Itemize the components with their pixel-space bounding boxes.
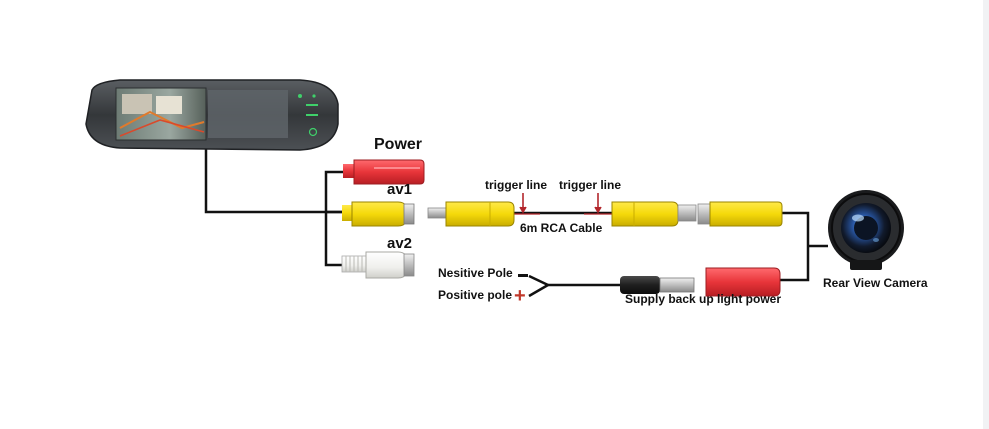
- mirror-main-wire: [204, 146, 342, 214]
- camera-video-wire: [780, 211, 810, 282]
- av1-label: av1: [387, 181, 413, 198]
- wires: [204, 146, 828, 298]
- right-edge-strip: [983, 0, 989, 429]
- rearview-mirror-monitor-icon: [85, 79, 339, 151]
- av1-connector: [342, 201, 415, 227]
- positive-pole-label: Positive pole: [438, 288, 513, 302]
- branch-bus-wire: [324, 170, 345, 267]
- power-connector: [343, 159, 425, 185]
- dc-power-plug: [620, 276, 695, 294]
- rca-plug-right: [611, 201, 697, 227]
- power-label: Power: [374, 136, 423, 153]
- negative-pole-label: Nesitive Pole: [438, 266, 513, 280]
- plus-icon: +: [514, 285, 526, 307]
- rear-view-camera-label: Rear View Camera: [823, 276, 928, 290]
- positive-lead: [528, 283, 549, 298]
- negative-lead: [528, 274, 549, 287]
- rca-cable-label: 6m RCA Cable: [520, 221, 603, 235]
- rca-plug-left: [427, 201, 515, 227]
- av2-connector: [341, 251, 415, 279]
- minus-icon: [518, 274, 528, 277]
- camera-video-connector: [697, 201, 783, 227]
- av2-label: av2: [387, 235, 413, 252]
- trigger-markers: [512, 193, 612, 215]
- trigger-line-label-right: trigger line: [559, 178, 622, 192]
- supply-power-label: Supply back up light power: [625, 292, 782, 306]
- rear-view-camera-icon: [828, 190, 904, 270]
- trigger-line-label-left: trigger line: [485, 178, 548, 192]
- dc-power-socket: [705, 267, 781, 297]
